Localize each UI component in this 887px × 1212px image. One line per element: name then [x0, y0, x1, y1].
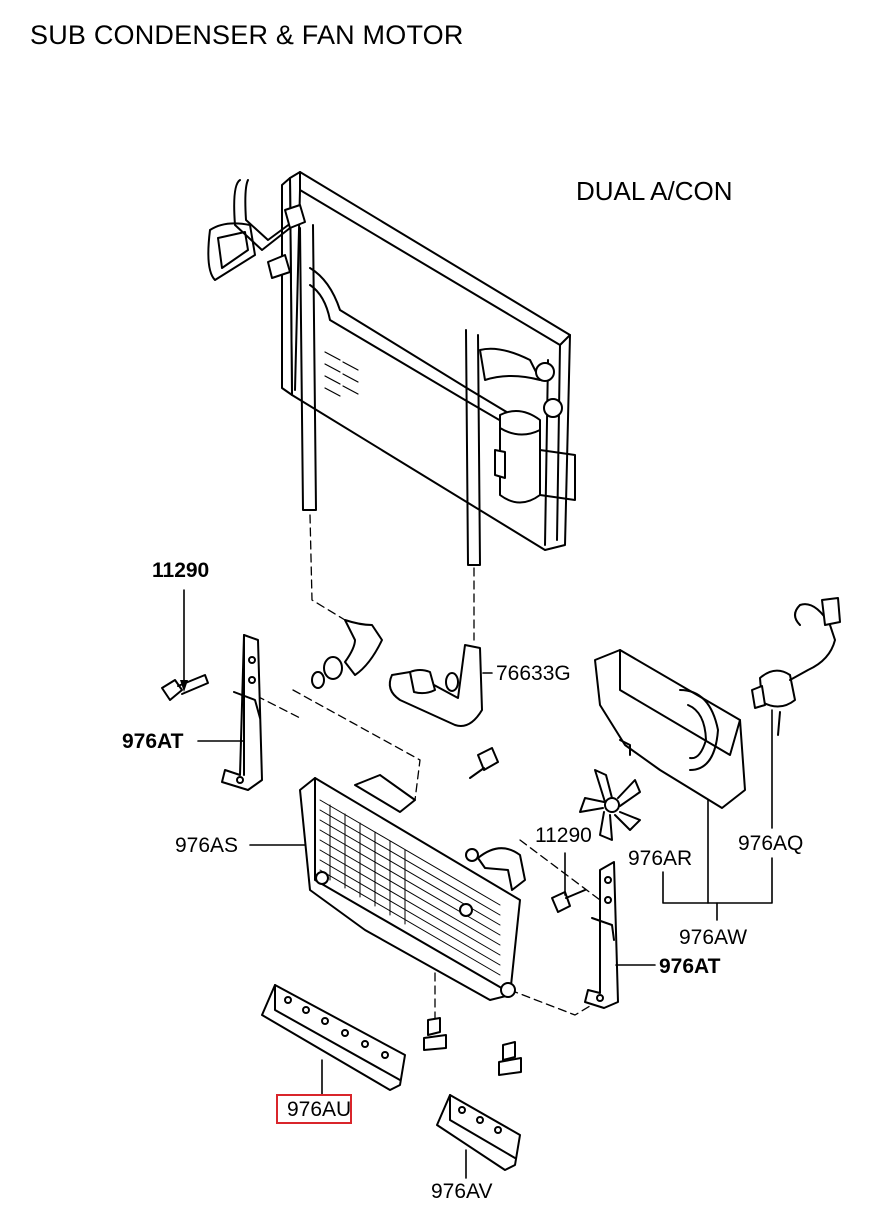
main-condenser — [207, 171, 576, 566]
label-shroud[interactable]: 976AR — [628, 847, 693, 870]
bolt-lower-right — [551, 889, 586, 913]
lower-bracket-short — [436, 1094, 521, 1171]
fan-shroud — [594, 649, 746, 809]
lower-bolts — [423, 1017, 522, 1076]
diagram-title: SUB CONDENSER & FAN MOTOR — [30, 20, 464, 50]
hose-lower — [388, 644, 483, 727]
label-bracket-right[interactable]: 976AT — [659, 955, 721, 978]
label-lower-bracket-short[interactable]: 976AV — [431, 1180, 493, 1203]
label-bolt-upper-left[interactable]: 11290 — [152, 559, 210, 582]
bracket-left — [221, 634, 263, 791]
bolt-upper-left — [161, 674, 209, 701]
bracket-right — [584, 861, 619, 1009]
highlight-box — [276, 1094, 352, 1124]
label-condenser[interactable]: 976AS — [175, 834, 239, 857]
bolt-top — [469, 747, 499, 779]
lower-bracket-long — [261, 984, 406, 1091]
sub-condenser — [299, 774, 526, 1001]
hose-upper — [311, 619, 383, 689]
fan-blade — [579, 769, 641, 841]
diagram-subtitle: DUAL A/CON — [576, 176, 733, 206]
fan-motor — [751, 597, 841, 736]
label-bolt-lower-right[interactable]: 11290 — [535, 824, 592, 847]
label-lower-bracket-long[interactable]: 976AU — [287, 1098, 352, 1121]
label-fan-motor[interactable]: 976AQ — [738, 832, 804, 855]
label-hose-fitting[interactable]: 76633G — [496, 662, 571, 685]
label-leaders — [183, 589, 773, 1179]
label-fan-assembly[interactable]: 976AW — [679, 926, 748, 949]
label-bracket-left[interactable]: 976AT — [122, 730, 184, 753]
